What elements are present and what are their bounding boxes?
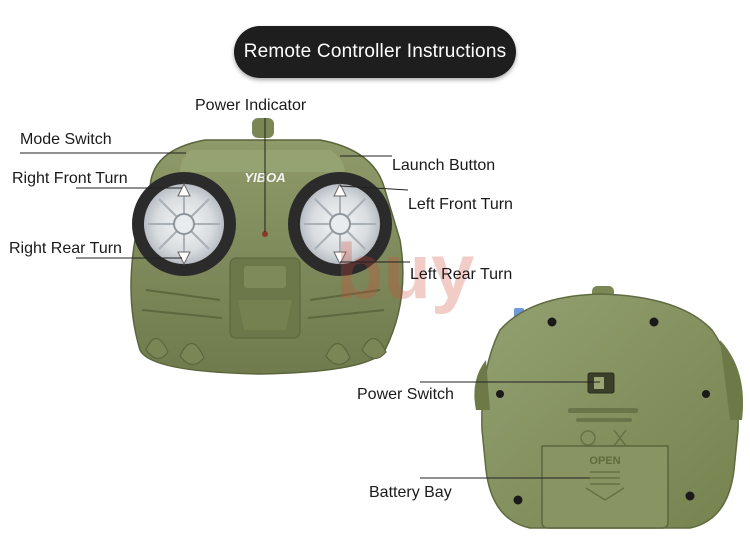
label-right-front-turn: Right Front Turn [12, 170, 128, 187]
watermark: buy [336, 227, 475, 315]
label-power-switch: Power Switch [357, 386, 454, 403]
label-battery-bay: Battery Bay [369, 484, 452, 501]
page-title: Remote Controller Instructions [234, 26, 516, 78]
battery-bay-open-text: OPEN [589, 455, 620, 467]
leader-lines [20, 118, 600, 479]
label-power-indicator: Power Indicator [195, 97, 307, 114]
battery-bay-door[interactable] [541, 445, 669, 529]
label-right-rear-turn: Right Rear Turn [9, 240, 122, 257]
power-indicator-led [262, 231, 268, 237]
label-left-front-turn: Left Front Turn [408, 196, 513, 213]
label-mode-switch: Mode Switch [20, 131, 112, 148]
front-controller: YIBOA [130, 118, 404, 375]
label-left-rear-turn: Left Rear Turn [410, 266, 513, 283]
back-controller: OPEN [474, 286, 744, 529]
label-launch-button: Launch Button [392, 157, 496, 174]
